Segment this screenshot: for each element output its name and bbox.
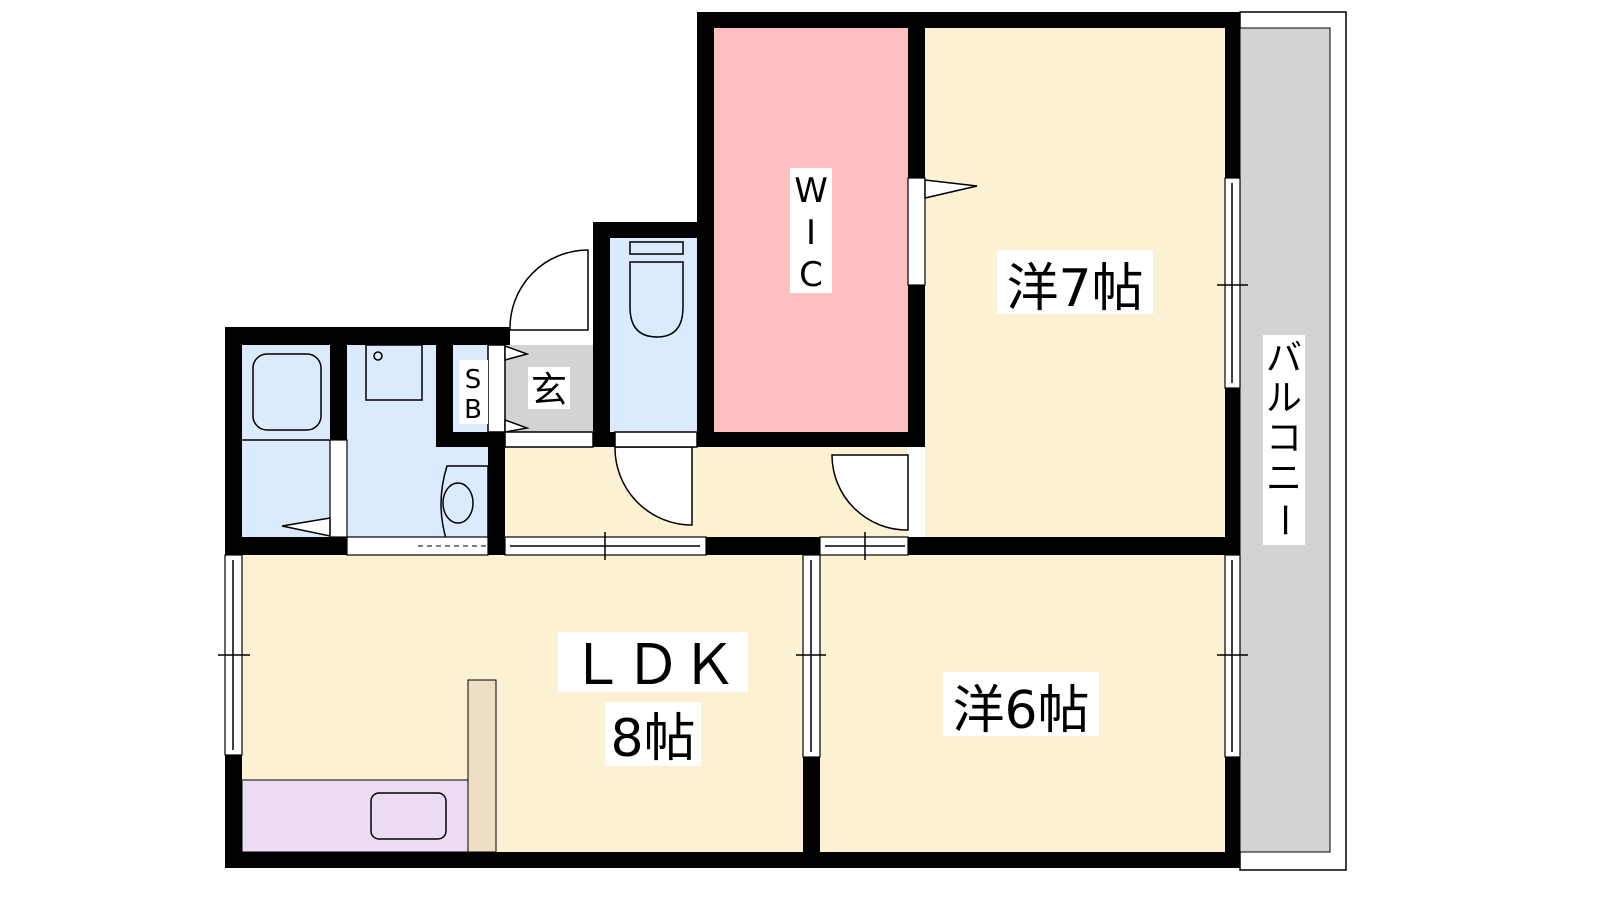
kitchen-counter (467, 679, 497, 853)
bathtub-icon (252, 353, 322, 431)
windows (224, 177, 1241, 758)
kitchen (241, 779, 469, 853)
balcony-label-1: バ (1266, 338, 1302, 379)
room-label-ldk-size: 8帖 (610, 709, 695, 769)
wic-label-c: C (799, 255, 823, 295)
balcony-label-3: コ (1266, 418, 1302, 459)
toilet-icon (629, 261, 684, 338)
wic-label-w: W (794, 171, 828, 211)
wic-label-i: I (806, 213, 816, 253)
room-toilet (610, 238, 697, 432)
room-bath (242, 345, 330, 537)
walls (225, 12, 1240, 868)
room-label-western-6: 洋6帖 (952, 681, 1089, 741)
room-label-western-7: 洋7帖 (1006, 259, 1143, 319)
room-label-ldk: ＬＤＫ (569, 633, 737, 698)
shoe-box-label-s: S (465, 365, 482, 395)
doors (281, 179, 978, 537)
toilet-tank-icon (629, 241, 684, 255)
balcony-label-2: ル (1266, 378, 1302, 419)
balcony-label-4: ニ (1266, 458, 1302, 499)
shoe-box-label-b: B (464, 395, 482, 425)
balcony-label-5: ー (1263, 502, 1304, 538)
room-label-entrance: 玄 (531, 370, 567, 411)
sink-icon (370, 792, 447, 840)
